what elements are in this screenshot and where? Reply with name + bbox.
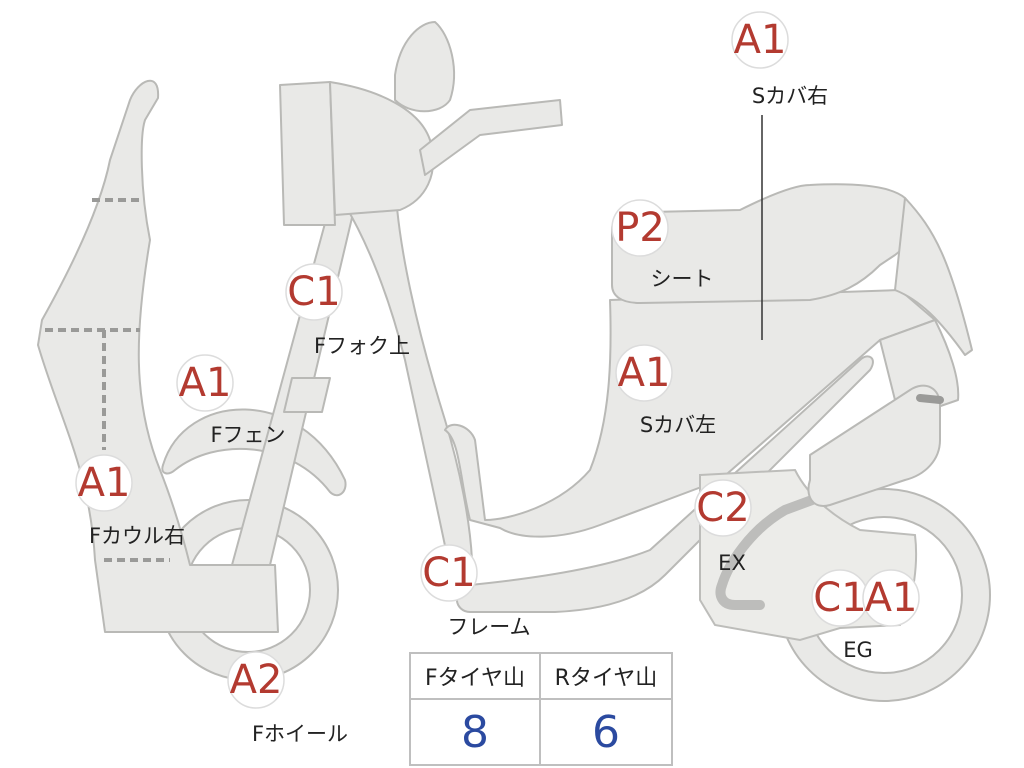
airbox-shape	[807, 384, 941, 507]
label-frame: フレーム	[447, 615, 530, 639]
marker-f-wheel: A2 Fホイール	[227, 651, 348, 746]
grade-engine-1: C1	[813, 575, 866, 621]
marker-f-cowl-right: A1 Fカウル右	[75, 454, 185, 548]
front-tire-value: 8	[411, 700, 541, 764]
handlebar-shape	[419, 99, 563, 176]
front-tire-header: Fタイヤ山	[411, 654, 541, 700]
marker-f-fender: A1 Fフェン	[176, 354, 286, 447]
frame-rail	[455, 355, 874, 613]
tire-tread-table: Fタイヤ山 Rタイヤ山 8 6	[409, 652, 673, 766]
grade-f-wheel: A2	[230, 657, 283, 703]
grade-engine-2: A1	[865, 575, 918, 621]
grade-s-cover-left: A1	[618, 350, 671, 396]
label-f-fork-upper: Fフォク上	[314, 334, 410, 358]
headlight-shape	[279, 81, 336, 226]
mirror-shape	[394, 21, 456, 113]
marker-engine: C1 A1 EG	[811, 569, 920, 662]
rear-shock-stub	[916, 394, 944, 404]
grade-f-fork-upper: C1	[287, 269, 340, 315]
marker-seat: P2 シート	[611, 199, 714, 291]
label-s-cover-right: Sカバ右	[752, 84, 828, 108]
label-exhaust: EX	[718, 551, 746, 575]
marker-s-cover-right: A1 Sカバ右	[731, 11, 828, 108]
label-seat: シート	[651, 267, 714, 291]
label-f-wheel: Fホイール	[252, 722, 348, 746]
grade-seat: P2	[615, 205, 665, 251]
rear-tire-header: Rタイヤ山	[541, 654, 671, 700]
grade-f-fender: A1	[179, 360, 232, 406]
exhaust-pipe	[715, 470, 885, 610]
grade-frame: C1	[422, 550, 475, 596]
marker-exhaust: C2 EX	[694, 479, 752, 575]
grade-s-cover-right: A1	[734, 17, 787, 63]
body-side-cover	[444, 289, 936, 538]
marker-s-cover-left: A1 Sカバ左	[615, 344, 716, 437]
headlight-lens	[329, 81, 435, 216]
marker-frame: C1 フレーム	[420, 544, 531, 639]
marker-f-fork-upper: C1 Fフォク上	[285, 263, 410, 358]
tail-fin	[894, 197, 973, 356]
label-engine: EG	[843, 638, 873, 662]
label-f-cowl-right: Fカウル右	[89, 524, 185, 548]
rear-tire-value: 6	[592, 706, 620, 758]
grade-exhaust: C2	[696, 485, 749, 531]
fork-collar	[283, 377, 331, 413]
label-s-cover-left: Sカバ左	[640, 413, 716, 437]
grade-f-cowl-right: A1	[78, 460, 131, 506]
label-f-fender: Fフェン	[210, 423, 285, 447]
frame-downtube	[344, 159, 473, 571]
